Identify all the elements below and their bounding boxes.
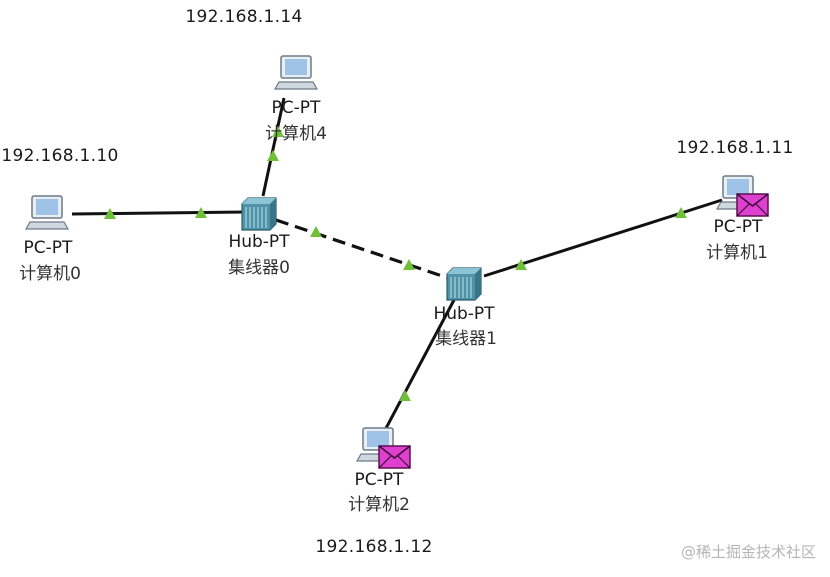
pc0-ip-label: 192.168.1.10	[1, 146, 119, 166]
status-light-hub0-top	[267, 150, 279, 161]
pc1-name-label: 计算机1	[706, 243, 768, 263]
hub0-name-label: 集线器0	[228, 258, 290, 278]
status-light-hub0-right	[310, 226, 322, 237]
link-pc0-hub0[interactable]	[71, 210, 247, 216]
pc4-ip-label: 192.168.1.14	[185, 7, 303, 27]
pc1-envelope-icon[interactable]	[736, 193, 769, 217]
hub0-icon[interactable]	[241, 197, 277, 231]
pc2-name-label: 计算机2	[348, 495, 410, 515]
pc2-model-label: PC-PT	[354, 470, 404, 490]
pc0-model-label: PC-PT	[23, 238, 73, 258]
status-light-hub1-left	[403, 259, 415, 270]
link-hub0-hub1[interactable]	[275, 218, 449, 280]
hub1-model-label: Hub-PT	[433, 304, 495, 324]
link-pc4-hub0[interactable]	[261, 97, 286, 197]
status-light-hub1-right	[515, 259, 527, 270]
watermark: @稀土掘金技术社区	[680, 543, 816, 561]
pc2-envelope-icon[interactable]	[378, 445, 411, 469]
hub1-name-label: 集线器1	[435, 329, 497, 349]
status-light-hub0-left	[195, 207, 207, 218]
pc4-model-label: PC-PT	[271, 98, 321, 118]
status-light-hub1-bottom	[399, 390, 411, 401]
hub0-model-label: Hub-PT	[228, 232, 290, 252]
pc1-model-label: PC-PT	[713, 217, 763, 237]
pc0-computer-icon[interactable]	[24, 195, 70, 230]
link-hub1-pc2[interactable]	[382, 299, 456, 433]
status-light-pc0-side	[104, 208, 116, 219]
status-light-pc4-side	[272, 126, 284, 137]
pc1-ip-label: 192.168.1.11	[676, 138, 794, 158]
pc4-computer-icon[interactable]	[273, 55, 319, 90]
pc0-name-label: 计算机0	[19, 264, 81, 284]
pc2-ip-label: 192.168.1.12	[315, 537, 433, 557]
hub1-icon[interactable]	[446, 267, 482, 301]
status-light-pc1-side	[675, 207, 687, 218]
pc4-name-label: 计算机4	[265, 124, 327, 144]
